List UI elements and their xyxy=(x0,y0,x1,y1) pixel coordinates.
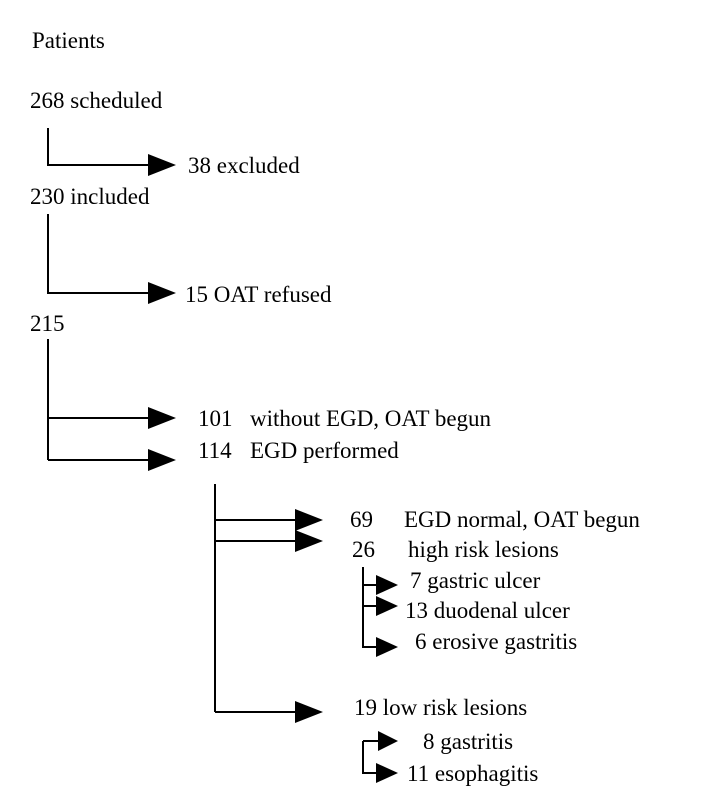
high-risk-count: 26 xyxy=(352,537,375,562)
connector-excluded xyxy=(47,128,148,166)
arrow-erosive-gastritis xyxy=(376,637,398,657)
node-included: 230 included xyxy=(30,184,150,209)
arrow-high-risk xyxy=(295,530,323,552)
node-remaining: 215 xyxy=(30,311,65,336)
node-oat-refused: 15 OAT refused xyxy=(185,282,332,307)
node-low-risk: 19 low risk lesions xyxy=(354,695,528,720)
diagram-title: Patients xyxy=(32,28,105,53)
without-egd-text: without EGD, OAT begun xyxy=(250,406,492,431)
arrow-duodenal-ulcer xyxy=(376,596,398,616)
node-egd-normal: 69 EGD normal, OAT begun xyxy=(350,506,700,534)
arrow-egd-normal xyxy=(295,509,323,531)
node-gastritis: 8 gastritis xyxy=(423,729,514,754)
node-erosive-gastritis: 6 erosive gastritis xyxy=(415,629,578,654)
node-excluded: 38 excluded xyxy=(188,153,300,178)
node-esophagitis: 11 esophagitis xyxy=(407,761,539,786)
egd-performed-text: EGD performed xyxy=(250,438,399,463)
arrow-oat-refused xyxy=(148,282,176,304)
connector-low-risk-trunk xyxy=(362,741,378,774)
high-risk-text: high risk lesions xyxy=(408,537,559,562)
node-high-risk: 26 high risk lesions xyxy=(352,536,612,564)
node-egd-performed: 114 EGD performed xyxy=(198,437,458,465)
without-egd-count: 101 xyxy=(198,406,233,431)
arrow-low-risk xyxy=(295,701,323,723)
egd-normal-text: EGD normal, OAT begun xyxy=(404,507,640,532)
arrow-egd-performed xyxy=(148,449,176,471)
arrow-esophagitis xyxy=(376,763,398,783)
connector-oat-refused xyxy=(47,214,148,294)
node-duodenal-ulcer: 13 duodenal ulcer xyxy=(405,598,570,623)
egd-performed-count: 114 xyxy=(198,438,232,463)
arrow-without-egd xyxy=(148,407,176,429)
arrow-gastric-ulcer xyxy=(376,575,398,595)
node-gastric-ulcer: 7 gastric ulcer xyxy=(410,568,541,593)
connector-high-risk-trunk xyxy=(362,567,378,648)
arrow-gastritis xyxy=(378,731,398,751)
arrow-excluded xyxy=(148,154,176,176)
node-without-egd: 101 without EGD, OAT begun xyxy=(198,405,558,433)
egd-normal-count: 69 xyxy=(350,507,373,532)
node-scheduled: 268 scheduled xyxy=(30,88,163,113)
